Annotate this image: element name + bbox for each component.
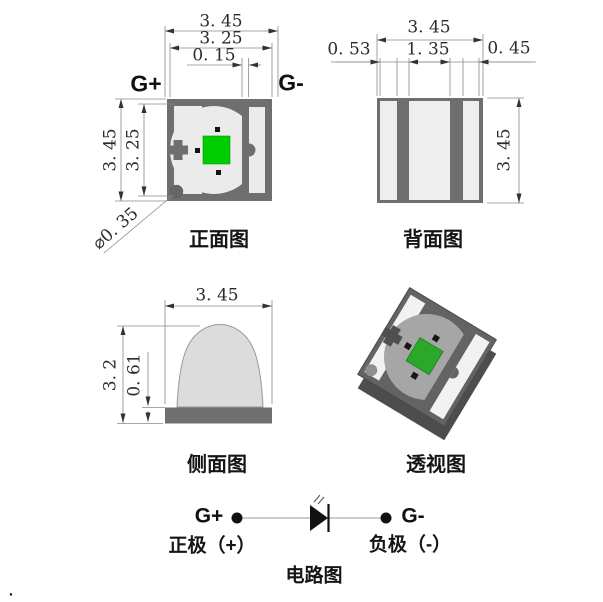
back-pad-center xyxy=(409,101,450,200)
side-dim-base-height: 0. 61 xyxy=(124,353,145,397)
front-dim-width-inner: 3. 25 xyxy=(199,28,243,49)
circuit-caption: 电路图 xyxy=(285,565,343,587)
side-view xyxy=(165,323,272,424)
side-dome xyxy=(176,323,264,408)
cathode-label: 负极（-） xyxy=(368,534,452,556)
polarity-plus-marker-v xyxy=(173,140,183,160)
back-dim-width: 3. 45 xyxy=(407,17,451,38)
back-view xyxy=(377,98,483,203)
bond-dot-left xyxy=(195,148,200,153)
back-dim-pad-right: 0. 45 xyxy=(487,38,531,59)
persp-index-hole xyxy=(365,364,378,377)
hole-leader-line xyxy=(103,195,173,254)
side-base xyxy=(165,407,272,424)
perspective-view-caption: 透视图 xyxy=(406,454,466,476)
back-view-caption: 背面图 xyxy=(403,229,463,251)
front-view xyxy=(167,99,272,201)
stray-dot: . xyxy=(8,582,14,600)
back-dim-pad-center: 1. 35 xyxy=(406,39,450,60)
front-dim-gap: 0. 15 xyxy=(192,45,236,66)
bond-dot-bottom xyxy=(216,170,221,175)
persp-led-chip xyxy=(405,337,444,376)
diode-triangle xyxy=(310,505,328,531)
persp-electrode-gap xyxy=(421,330,475,410)
index-hole xyxy=(169,184,184,199)
side-view-caption: 侧面图 xyxy=(187,454,247,476)
front-pin-positive-label: G+ xyxy=(130,70,162,97)
circuit-pin-positive-label: G+ xyxy=(194,504,224,528)
bond-dot-top xyxy=(215,127,220,132)
side-dim-width: 3. 45 xyxy=(195,285,239,306)
perspective-view xyxy=(357,287,497,441)
persp-pad-notch xyxy=(449,367,459,379)
persp-bond-dot-top xyxy=(431,334,440,343)
side-dimensions xyxy=(117,300,273,424)
front-dim-width-outer: 3. 45 xyxy=(199,11,243,32)
front-view-caption: 正面图 xyxy=(189,229,249,251)
anode-label: 正极（+） xyxy=(168,535,256,557)
led-chip xyxy=(202,135,231,165)
led-emission-arrows xyxy=(313,494,325,505)
side-dim-height: 3. 2 xyxy=(100,358,121,392)
front-pad-notch xyxy=(249,143,256,157)
front-right-pad xyxy=(249,107,265,193)
back-dimensions xyxy=(331,34,536,204)
back-dim-height: 3. 45 xyxy=(494,128,515,172)
front-pin-negative-label: G- xyxy=(278,69,304,96)
front-electrode-gap xyxy=(242,107,249,193)
back-dim-pad-left: 0. 53 xyxy=(327,39,371,60)
front-dim-height-outer: 3. 45 xyxy=(100,128,121,172)
front-dim-height-inner: 3. 25 xyxy=(123,128,144,172)
front-dimensions xyxy=(103,26,279,254)
persp-right-pad xyxy=(429,333,490,420)
persp-plus-marker-v xyxy=(382,324,401,347)
persp-bond-dot-bottom xyxy=(410,371,419,380)
persp-bond-dot-left xyxy=(403,341,413,351)
circuit-diagram xyxy=(231,494,392,532)
circuit-pin-negative-label: G- xyxy=(401,504,425,528)
cathode-terminal-dot xyxy=(380,512,392,524)
back-pad-left xyxy=(380,101,397,200)
back-pad-right xyxy=(463,101,479,200)
anode-terminal-dot xyxy=(231,512,243,524)
